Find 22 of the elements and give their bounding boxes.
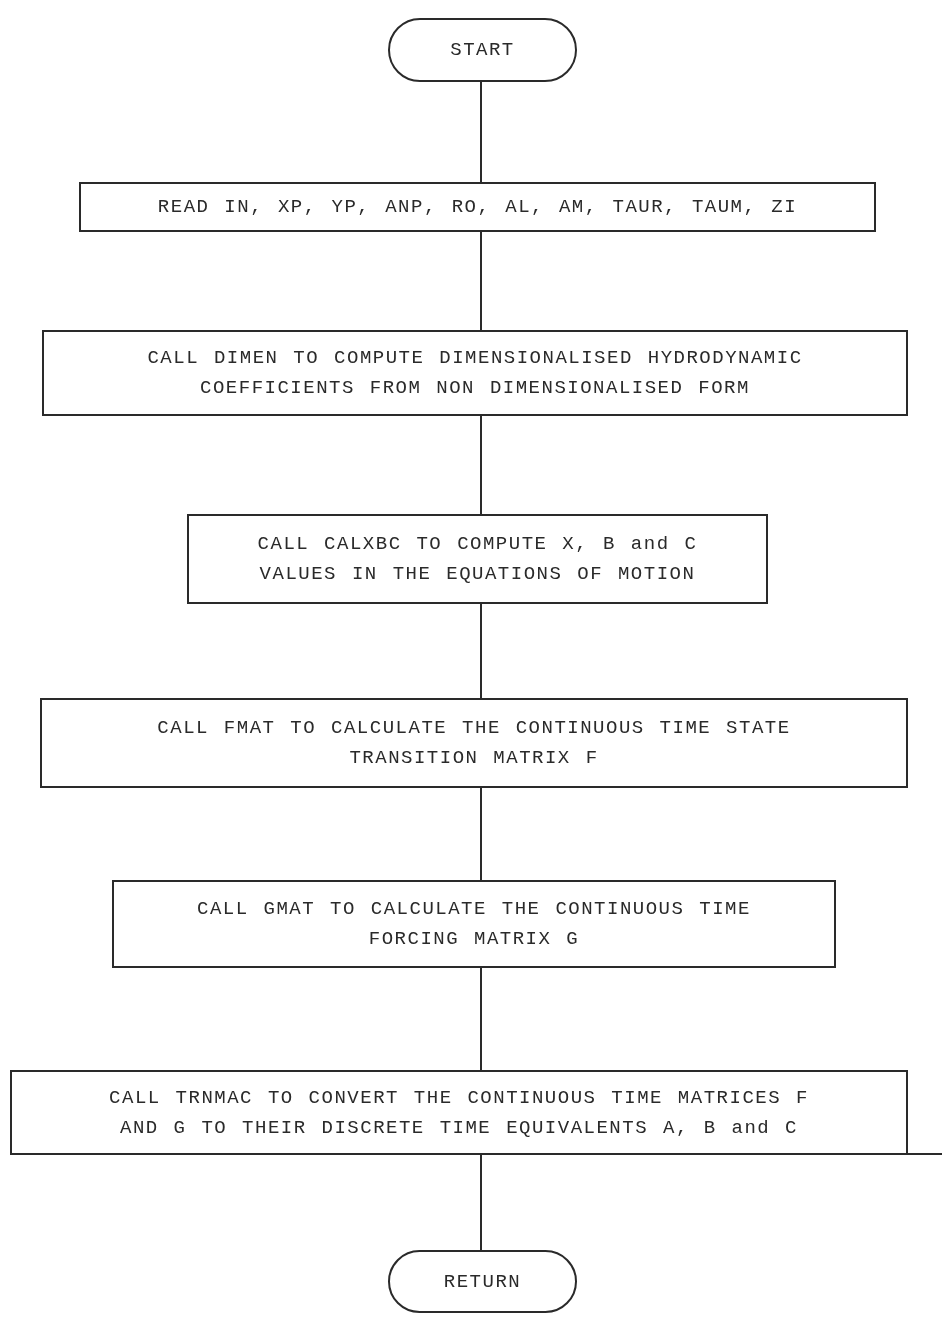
connector-line xyxy=(480,787,482,881)
connector-line xyxy=(480,231,482,331)
connector-line xyxy=(480,967,482,1071)
process-box xyxy=(10,1070,908,1155)
connector-line xyxy=(480,415,482,515)
process-text: CALL CALXBC TO COMPUTE X, B and C VALUES IN THE EQUATIONS OF MOTION xyxy=(256,532,699,587)
terminal-label: RETURN xyxy=(443,1269,522,1295)
process-box xyxy=(79,182,876,232)
process-text: READ IN, XP, YP, ANP, RO, AL, AM, TAUR, TAUM, ZI xyxy=(157,195,798,220)
process-text: CALL DIMEN TO COMPUTE DIMENSIONALISED HYDRODYNAMIC COEFFICIENTS FROM NON DIMENSIONALISED FORM xyxy=(146,346,804,401)
connector-line xyxy=(480,603,482,699)
process-box xyxy=(40,698,908,788)
terminal-label: START xyxy=(450,38,515,63)
terminal-shape xyxy=(388,18,577,82)
process-text: CALL GMAT TO CALCULATE THE CONTINUOUS TIME FORCING MATRIX G xyxy=(196,897,752,952)
process-box xyxy=(42,330,908,416)
connector-line xyxy=(480,81,482,183)
connector-line xyxy=(480,1154,482,1251)
process-box xyxy=(112,880,836,968)
process-box xyxy=(187,514,768,604)
process-text: CALL TRNMAC TO CONVERT THE CONTINUOUS TIME MATRICES F AND G TO THEIR DISCRETE TIME EQUIVALENTS A, B and C xyxy=(108,1085,810,1141)
process-text: CALL FMAT TO CALCULATE THE CONTINUOUS TIME STATE TRANSITION MATRIX F xyxy=(156,716,792,771)
